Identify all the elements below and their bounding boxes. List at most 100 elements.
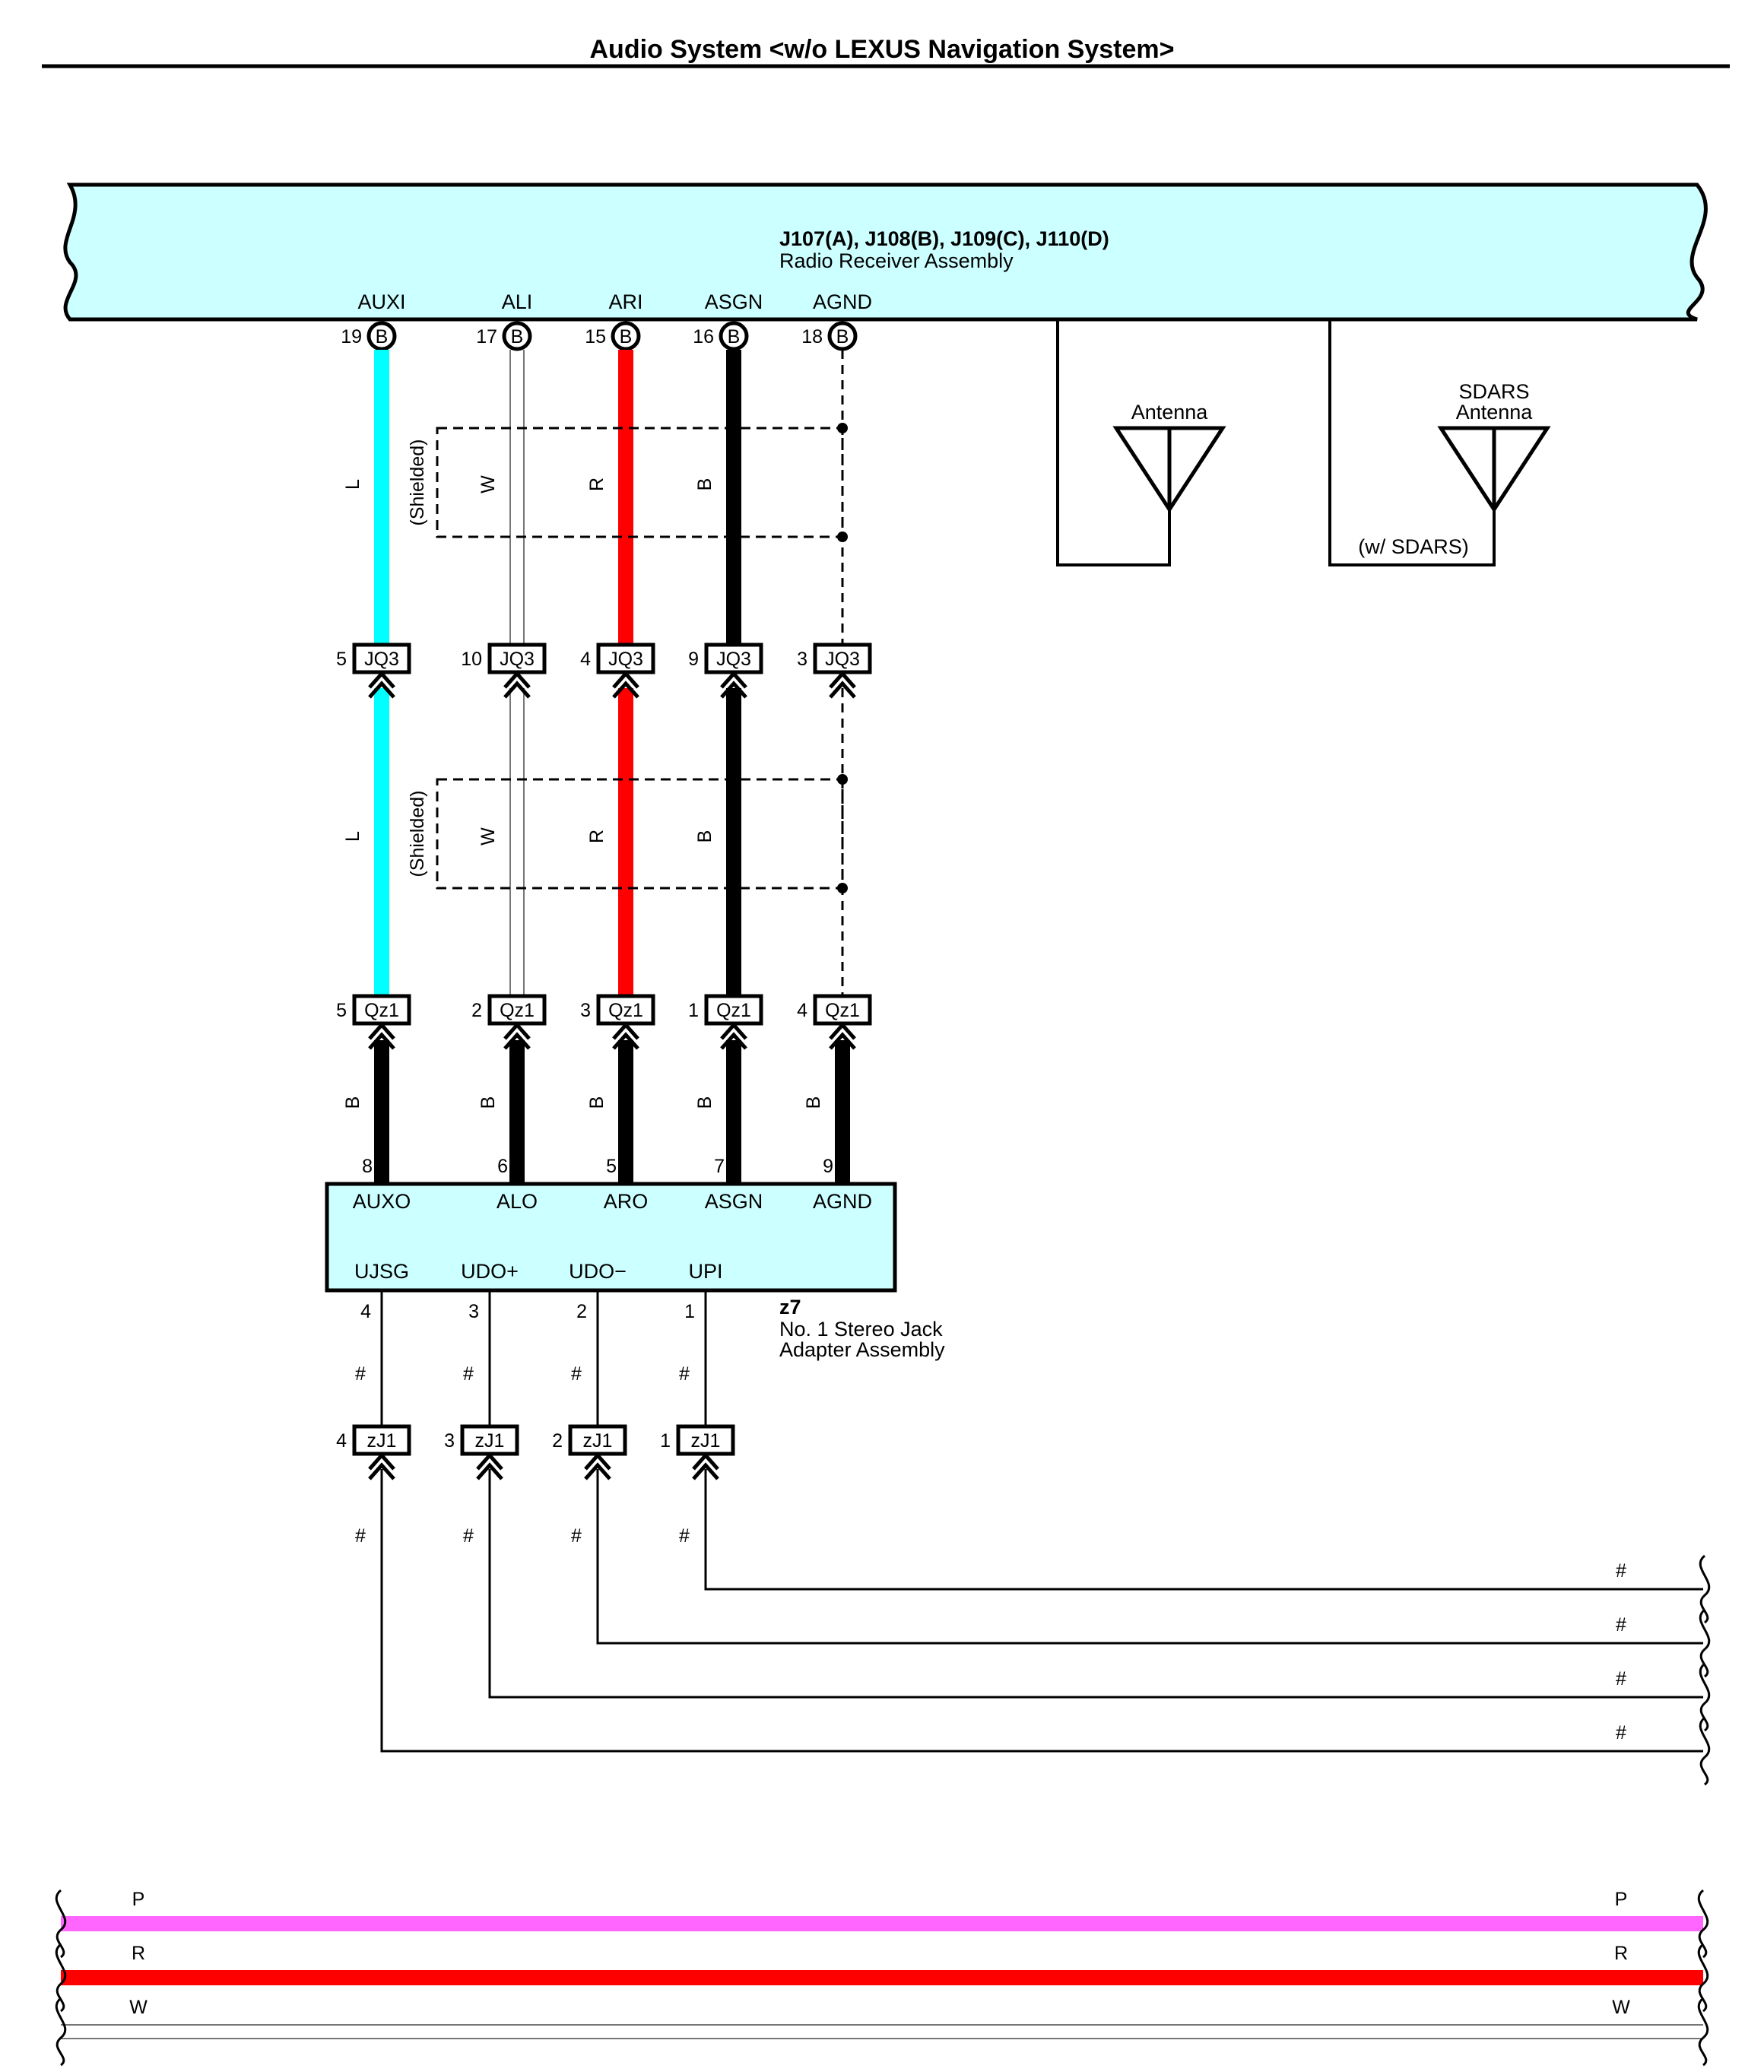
wire-color-label: B [477, 1096, 499, 1109]
connector-chevron [612, 671, 639, 689]
wire-break-mark [1697, 1943, 1709, 2013]
adapter-top-pin: 6 [497, 1156, 508, 1177]
terminal-circle [502, 321, 532, 351]
power-wire-color-left: W [129, 1997, 148, 2018]
adapter-top-terminal-name: ASGN [705, 1190, 763, 1213]
connector-name: Qz1 [825, 1000, 860, 1021]
terminal-pin-number: 18 [801, 326, 823, 347]
adapter-bottom-terminal-name: UJSG [354, 1260, 409, 1283]
adapter-bottom-pin: 1 [684, 1301, 695, 1322]
connector-pin-number: 5 [336, 649, 347, 670]
connector-pin-number: 5 [336, 1000, 347, 1021]
wire-break-mark [1697, 1997, 1709, 2067]
splice-dot [837, 531, 848, 542]
adapter-name-line1: No. 1 Stereo Jack [779, 1318, 943, 1341]
wire-hash-label: # [1616, 1560, 1626, 1582]
connector-name: JQ3 [500, 649, 535, 670]
wire-color-label: B [586, 1096, 608, 1109]
connector-chevron [720, 681, 747, 699]
connector-chevron [829, 1032, 856, 1050]
connector-chevron [720, 1022, 747, 1040]
wire-hash-label: # [679, 1363, 690, 1385]
connector-box [596, 643, 655, 674]
wire-hash-label: # [463, 1525, 474, 1547]
terminal-connector-letter: B [728, 326, 741, 347]
connector-pin-number: 9 [688, 649, 699, 670]
connector-pin-number: 2 [471, 1000, 482, 1021]
power-wire-color-right: P [1615, 1889, 1628, 1910]
connector-chevron [368, 1022, 395, 1040]
connector-name: Qz1 [500, 1000, 535, 1021]
connector-name: zJ1 [367, 1430, 397, 1452]
wire-break-mark [55, 1889, 67, 1959]
wire-hash-label: # [463, 1363, 474, 1385]
connector-name: Qz1 [716, 1000, 751, 1021]
wire-color-label: W [477, 827, 499, 846]
connector-pin-number: 2 [552, 1430, 563, 1452]
adapter-top-pin: 5 [606, 1156, 617, 1177]
wire-color-label: B [694, 478, 715, 491]
terminal-circle [719, 321, 749, 351]
terminal-pin-number: 15 [585, 326, 606, 347]
wire-color-label: R [586, 830, 608, 843]
connector-pin-number: 1 [688, 1000, 699, 1021]
receiver-terminal-name: AGND [813, 290, 872, 313]
wire-hash-label: # [1616, 1722, 1626, 1744]
connector-chevron [584, 1462, 611, 1480]
receiver-terminal-name: AUXI [357, 290, 405, 313]
adapter-terminals: AUXO8ALO6ARO5ASGN7AGND9UJSG4UDO+3UDO−2UP… [353, 1156, 872, 1322]
terminal-circle [611, 321, 641, 351]
wire-color-label: W [477, 475, 499, 493]
wire-color-label: B [342, 1096, 363, 1109]
connector-chevron [368, 1462, 395, 1480]
receiver-terminal-name: ASGN [705, 290, 763, 313]
receiver-connectors: J107(A), J108(B), J109(C), J110(D) [779, 227, 1109, 250]
adapter-top-terminal-name: AUXO [353, 1190, 411, 1213]
outgoing-wire [704, 1469, 1703, 1591]
adapter-top-pin: 9 [823, 1156, 833, 1177]
connector-pin-number: 3 [444, 1430, 455, 1452]
adapter-top-terminal-name: ARO [604, 1190, 649, 1213]
splice-dot [837, 423, 848, 433]
connector-chevron [368, 681, 395, 699]
connector-chevron [368, 1032, 395, 1050]
connector-chevron [584, 1452, 611, 1471]
connector-chevron [720, 671, 747, 689]
adapter-top-terminal-name: ALO [497, 1190, 538, 1213]
connector-chevron [503, 681, 531, 699]
wire-color-label: L [342, 831, 363, 842]
connector-pin-number: 10 [461, 649, 482, 670]
wire-hash-label: # [1616, 1614, 1626, 1636]
adapter-top-pin: 8 [362, 1156, 373, 1177]
wire-break-mark [1697, 1889, 1709, 1959]
connector-chevron [829, 681, 856, 699]
connector-name: zJ1 [583, 1430, 613, 1452]
connector-pin-number: 4 [797, 1000, 807, 1021]
wire-hash-label: # [355, 1363, 366, 1385]
splice-dot [837, 774, 848, 785]
wire-break-mark [1699, 1554, 1711, 1624]
terminal-circle [366, 321, 397, 351]
connector-chevron [692, 1462, 719, 1480]
connector-chevron [368, 671, 395, 689]
connector-chevron [829, 1022, 856, 1040]
shield-label: (Shielded) [407, 791, 428, 877]
connector-chevron [476, 1452, 503, 1471]
adapter-top-terminal-name: AGND [813, 1190, 872, 1213]
connector-chevron [612, 681, 639, 699]
connector-name: JQ3 [716, 649, 751, 670]
radio-receiver-box [63, 182, 1708, 322]
terminal-connector-letter: B [511, 326, 524, 347]
terminal-connector-letter: B [620, 326, 633, 347]
wire-hash-label: # [571, 1363, 582, 1385]
wire-break-mark [1699, 1662, 1711, 1732]
connector-chevron [612, 1022, 639, 1040]
wire-break-mark [1699, 1608, 1711, 1678]
connector-chevron [503, 671, 531, 689]
